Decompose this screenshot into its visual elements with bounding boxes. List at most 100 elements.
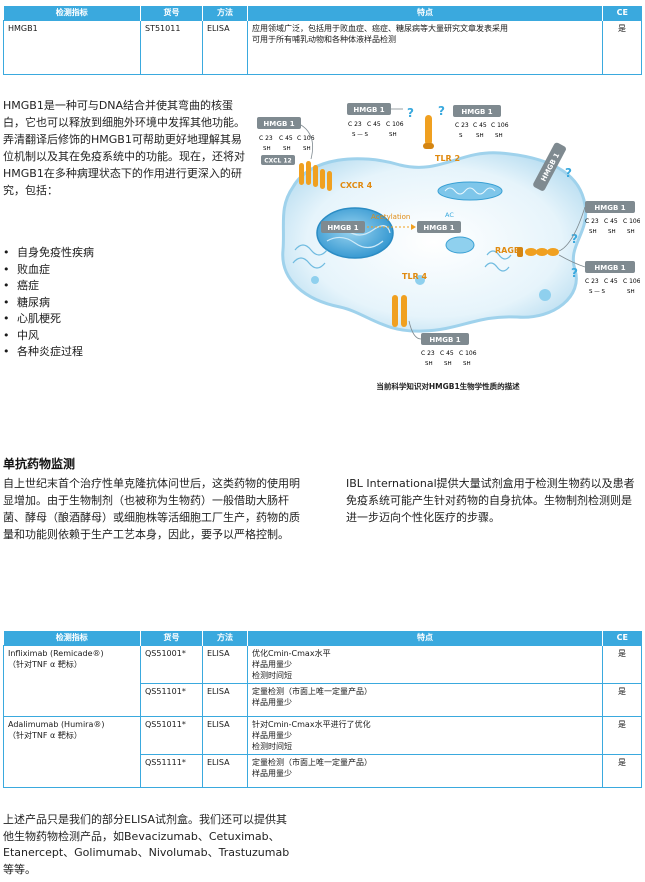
table-row: Adalimumab (Humira®) （针对TNF α 靶标） QS5101… bbox=[3, 715, 642, 788]
svg-text:C 106: C 106 bbox=[623, 278, 640, 285]
biologic-drug-table: 检测指标 货号 方法 特点 CE Infliximab (Remicade®) … bbox=[3, 631, 642, 788]
svg-text:SH: SH bbox=[263, 146, 271, 152]
cell-method: ELISA bbox=[202, 753, 248, 788]
svg-text:S — S: S — S bbox=[352, 132, 368, 138]
header-method: 方法 bbox=[202, 6, 248, 20]
cell-membrane bbox=[281, 151, 588, 333]
svg-text:SH: SH bbox=[476, 133, 484, 139]
hmgb1-product-table: 检测指标 货号 方法 特点 CE HMGB1 ST51011 ELISA 应用领… bbox=[3, 6, 642, 75]
svg-text:HMGB 1: HMGB 1 bbox=[327, 224, 358, 232]
list-item: 败血症 bbox=[3, 262, 94, 279]
cell-features: 定量检测（市面上唯一定量产品） 样品用量少 bbox=[247, 682, 603, 717]
header-ce: CE bbox=[602, 631, 642, 645]
cell-marker: Infliximab (Remicade®) （针对TNF α 靶标） bbox=[3, 644, 141, 717]
tlr4-receptor bbox=[392, 295, 407, 327]
rage-label: RAGE bbox=[495, 246, 519, 255]
cell-marker: HMGB1 bbox=[3, 19, 141, 75]
cxcl12-box: CXCL 12 bbox=[261, 155, 295, 165]
hmgb1-box: HMGB 1 C 23 C 45 C 106 S — S SH bbox=[347, 103, 404, 138]
header-sku: 货号 bbox=[140, 631, 203, 645]
table-row: QS51111* ELISA 定量检测（市面上唯一定量产品） 样品用量少 是 bbox=[4, 753, 642, 788]
tlr4-label: TLR 4 bbox=[402, 272, 428, 281]
diagram-caption: 当前科学知识对HMGB1生物学性质的描述 bbox=[376, 382, 520, 391]
hmgb1-box: HMGB 1 C 23 C 45 C 106 SH SH SH bbox=[585, 201, 640, 235]
cell-ce: 是 bbox=[602, 753, 642, 788]
hmgb1-cell-diagram: CXCR 4 TLR 2 TLR 4 RAGE HMGB 1 HMGB 1 C … bbox=[257, 103, 640, 367]
svg-text:SH: SH bbox=[589, 229, 597, 235]
svg-text:C 45: C 45 bbox=[473, 122, 487, 129]
cell-ce: 是 bbox=[602, 715, 642, 755]
cell-features: 应用领域广泛，包括用于败血症、癌症、糖尿病等大量研究文章发表采用 可用于所有哺乳… bbox=[247, 19, 603, 75]
svg-text:C 23: C 23 bbox=[585, 218, 599, 225]
svg-text:C 106: C 106 bbox=[491, 122, 509, 129]
svg-text:CXCL 12: CXCL 12 bbox=[264, 158, 291, 165]
cell-method: ELISA bbox=[202, 682, 248, 717]
cell-ce: 是 bbox=[602, 682, 642, 717]
svg-text:HMGB 1: HMGB 1 bbox=[423, 224, 454, 232]
svg-text:C 106: C 106 bbox=[459, 350, 477, 357]
header-sku: 货号 bbox=[140, 6, 203, 20]
table-header-row: 检测指标 货号 方法 特点 CE bbox=[3, 631, 642, 645]
table-row: HMGB1 ST51011 ELISA 应用领域广泛，包括用于败血症、癌症、糖尿… bbox=[3, 19, 642, 75]
svg-text:C 23: C 23 bbox=[348, 121, 362, 128]
cell-features: 针对Cmin-Cmax水平进行了优化 样品用量少 检测时间短 bbox=[247, 715, 603, 755]
hmgb1-box: HMGB 1 bbox=[417, 221, 461, 233]
list-item: 心肌梗死 bbox=[3, 311, 94, 328]
table-header-row: 检测指标 货号 方法 特点 CE bbox=[3, 6, 642, 20]
svg-text:C 106: C 106 bbox=[623, 218, 640, 225]
cell-features: 优化Cmin-Cmax水平 样品用量少 检测时间短 bbox=[247, 644, 603, 684]
cell-marker: Adalimumab (Humira®) （针对TNF α 靶标） bbox=[3, 715, 141, 788]
cell-sku: ST51011 bbox=[140, 19, 203, 75]
hmgb1-box: HMGB 1 C 23 C 45 C 106 SH SH SH bbox=[257, 117, 315, 152]
question-mark: ? bbox=[438, 104, 445, 118]
hmgb1-box: HMGB 1 C 23 C 45 C 106 S — S SH bbox=[585, 261, 640, 295]
ac-label: AC bbox=[445, 211, 454, 219]
svg-text:SH: SH bbox=[303, 146, 311, 152]
rage-receptor bbox=[517, 247, 559, 257]
cell-ce: 是 bbox=[602, 644, 642, 684]
mab-paragraph-right: IBL International提供大量试剂盒用于检测生物药以及患者免疫系统可… bbox=[346, 477, 635, 524]
tlr2-label: TLR 2 bbox=[435, 154, 460, 163]
header-features: 特点 bbox=[247, 631, 603, 645]
header-marker: 检测指标 bbox=[3, 6, 141, 20]
svg-text:C 45: C 45 bbox=[279, 135, 293, 142]
cell-sku: QS51111* bbox=[140, 753, 203, 788]
svg-text:SH: SH bbox=[389, 132, 397, 138]
tlr2-receptor bbox=[423, 115, 434, 149]
question-mark: ? bbox=[407, 106, 414, 120]
svg-text:SH: SH bbox=[463, 361, 471, 367]
table-row: Infliximab (Remicade®) （针对TNF α 靶标） QS51… bbox=[3, 644, 642, 717]
svg-text:C 23: C 23 bbox=[455, 122, 469, 129]
intro-paragraph: HMGB1是一种可与DNA结合并使其弯曲的核蛋白，它也可以释放到细胞外环境中发挥… bbox=[3, 99, 245, 197]
svg-text:C 45: C 45 bbox=[367, 121, 381, 128]
svg-text:HMGB 1: HMGB 1 bbox=[594, 204, 625, 212]
svg-text:S: S bbox=[459, 133, 463, 139]
svg-text:C 45: C 45 bbox=[604, 218, 618, 225]
hmgb1-box: HMGB 1 C 23 C 45 C 106 SH SH SH bbox=[421, 333, 477, 367]
footnote-paragraph: 上述产品只是我们的部分ELISA试剂盒。我们还可以提供其他生物药物检测产品，如B… bbox=[3, 813, 290, 876]
svg-text:C 23: C 23 bbox=[585, 278, 599, 285]
svg-text:C 106: C 106 bbox=[386, 121, 404, 128]
svg-text:HMGB 1: HMGB 1 bbox=[353, 106, 384, 114]
list-item: 糖尿病 bbox=[3, 295, 94, 312]
list-item: 自身免疫性疾病 bbox=[3, 245, 94, 262]
disease-list: 自身免疫性疾病 败血症 癌症 糖尿病 心肌梗死 中风 各种炎症过程 bbox=[3, 245, 94, 361]
svg-text:SH: SH bbox=[444, 361, 452, 367]
section-title: 单抗药物监测 bbox=[3, 457, 76, 471]
header-features: 特点 bbox=[247, 6, 603, 20]
header-marker: 检测指标 bbox=[3, 631, 141, 645]
mitochondrion bbox=[437, 181, 503, 201]
table-row: QS51101* ELISA 定量检测（市面上唯一定量产品） 样品用量少 是 bbox=[4, 682, 642, 717]
question-mark: ? bbox=[571, 232, 578, 246]
hmgb1-box: HMGB 1 bbox=[321, 221, 365, 233]
mab-paragraph-left: 自上世纪末首个治疗性单克隆抗体问世后，这类药物的使用明显增加。由于生物制剂（也被… bbox=[3, 477, 300, 541]
svg-text:C 45: C 45 bbox=[440, 350, 454, 357]
svg-text:SH: SH bbox=[283, 146, 291, 152]
organelle bbox=[445, 236, 475, 254]
svg-text:HMGB 1: HMGB 1 bbox=[594, 264, 625, 272]
cell-sku: QS51001* bbox=[140, 644, 203, 684]
svg-text:C 23: C 23 bbox=[259, 135, 273, 142]
header-ce: CE bbox=[602, 6, 642, 20]
svg-text:C 23: C 23 bbox=[421, 350, 435, 357]
cxcr4-label: CXCR 4 bbox=[340, 181, 373, 190]
